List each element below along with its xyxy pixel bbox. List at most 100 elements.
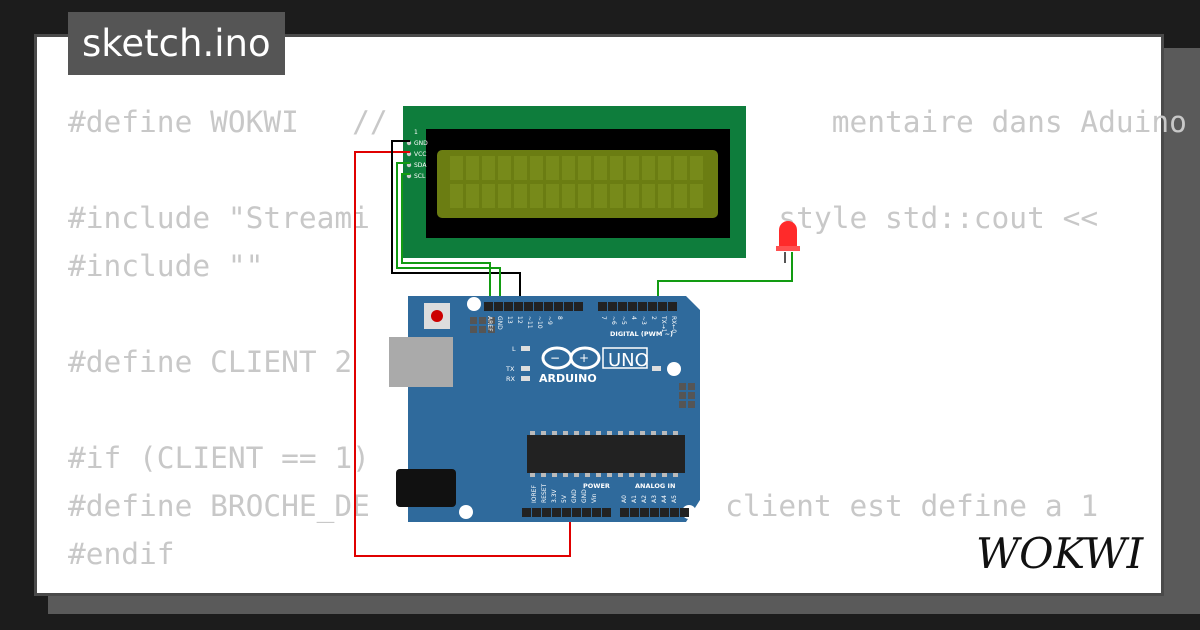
led-body: [779, 221, 797, 248]
header-pin[interactable]: [484, 302, 493, 311]
lcd-cell: [546, 184, 559, 208]
header-pin[interactable]: [608, 302, 617, 311]
chip-pin: [640, 473, 645, 477]
mounting-hole: [459, 505, 473, 519]
pin-label: TX→1: [660, 315, 667, 333]
wire-vcc-red: [354, 151, 571, 557]
header-pin[interactable]: [532, 508, 541, 517]
led-label-tx: TX: [505, 365, 515, 373]
mounting-hole: [667, 362, 681, 376]
led-on: [652, 366, 661, 371]
chip-pin: [563, 473, 568, 477]
header-pin[interactable]: [524, 302, 533, 311]
power-label: POWER: [583, 482, 610, 490]
chip-pin: [596, 473, 601, 477]
power-pin-label: 3.3V: [551, 488, 558, 503]
pin-label: ~3: [640, 316, 647, 325]
chip-pin: [673, 473, 678, 477]
power-pin-label: GND: [581, 489, 588, 503]
lcd-cell: [610, 156, 623, 180]
chip-pin: [629, 473, 634, 477]
lcd-cell: [594, 184, 607, 208]
code-line: #define BROCHE_DE client est define a 1: [68, 489, 1099, 523]
analog-pin-label: A5: [671, 495, 678, 503]
header-pin[interactable]: [514, 302, 523, 311]
digital-label: DIGITAL (PWM ~): [610, 330, 673, 338]
header-pin[interactable]: [620, 508, 629, 517]
header-pin[interactable]: [544, 302, 553, 311]
header-pin[interactable]: [628, 302, 637, 311]
arduino-logo-text: ARDUINO: [539, 372, 597, 385]
header-pin[interactable]: [668, 302, 677, 311]
pin-label: 8: [556, 316, 563, 320]
usb-port: [389, 337, 453, 387]
pin-label: AREF: [486, 316, 493, 332]
header-pin[interactable]: [552, 508, 561, 517]
lcd-cell: [498, 156, 511, 180]
header-pin[interactable]: [648, 302, 657, 311]
digital-header: [484, 302, 677, 311]
header-pin[interactable]: [504, 302, 513, 311]
analog-pin-label: A1: [631, 495, 638, 503]
lcd-cell: [626, 156, 639, 180]
header-pin[interactable]: [592, 508, 601, 517]
header-pin[interactable]: [572, 508, 581, 517]
chip-pin: [574, 473, 579, 477]
header-pin[interactable]: [582, 508, 591, 517]
header-pin[interactable]: [598, 302, 607, 311]
header-pin[interactable]: [554, 302, 563, 311]
header-pin[interactable]: [574, 302, 583, 311]
lcd-cell: [450, 184, 463, 208]
lcd-pin-label: SCL: [414, 173, 426, 180]
header-pin[interactable]: [650, 508, 659, 517]
lcd-cell: [674, 156, 687, 180]
wire-led-green: [657, 252, 793, 307]
header-pin[interactable]: [522, 508, 531, 517]
chip-pin: [541, 473, 546, 477]
chip-pin: [552, 473, 557, 477]
wokwi-logo[interactable]: WOKWI: [974, 524, 1154, 584]
header-pin[interactable]: [618, 302, 627, 311]
header-pin[interactable]: [630, 508, 639, 517]
lcd-cell: [690, 184, 703, 208]
pin-label: RX←0: [670, 316, 677, 333]
reset-button: [431, 310, 443, 322]
header-pin[interactable]: [562, 508, 571, 517]
header-pin[interactable]: [564, 302, 573, 311]
lcd-cell: [562, 184, 575, 208]
header-pin[interactable]: [658, 302, 667, 311]
header-pin[interactable]: [602, 508, 611, 517]
red-led[interactable]: [776, 221, 800, 251]
header-pin[interactable]: [542, 508, 551, 517]
header-pin[interactable]: [494, 302, 503, 311]
header-pin[interactable]: [660, 508, 669, 517]
led-l: [521, 346, 530, 351]
header-pin[interactable]: [534, 302, 543, 311]
lcd-cell: [466, 184, 479, 208]
chip-pin: [662, 473, 667, 477]
wire-scl-green: [401, 173, 491, 307]
pin-label: 2: [650, 316, 657, 320]
code-line: #endif: [68, 537, 175, 571]
header-pin[interactable]: [640, 508, 649, 517]
sketch-filename-tab[interactable]: sketch.ino: [68, 12, 285, 75]
wire-gnd-black: [391, 140, 521, 307]
lcd-pin-label: VCC: [414, 151, 426, 158]
arduino-infinity-logo: [541, 346, 601, 370]
header-pin[interactable]: [680, 508, 689, 517]
lcd-cell: [450, 156, 463, 180]
lcd-cell: [482, 184, 495, 208]
wokwi-logo-text: WOKWI: [976, 529, 1145, 578]
dc-power-jack: [396, 469, 456, 507]
lcd-cell: [690, 156, 703, 180]
header-pin[interactable]: [670, 508, 679, 517]
icsp-pin: [679, 401, 686, 408]
icsp-pin: [679, 392, 686, 399]
icsp-pin: [488, 317, 495, 324]
header-pin[interactable]: [638, 302, 647, 311]
